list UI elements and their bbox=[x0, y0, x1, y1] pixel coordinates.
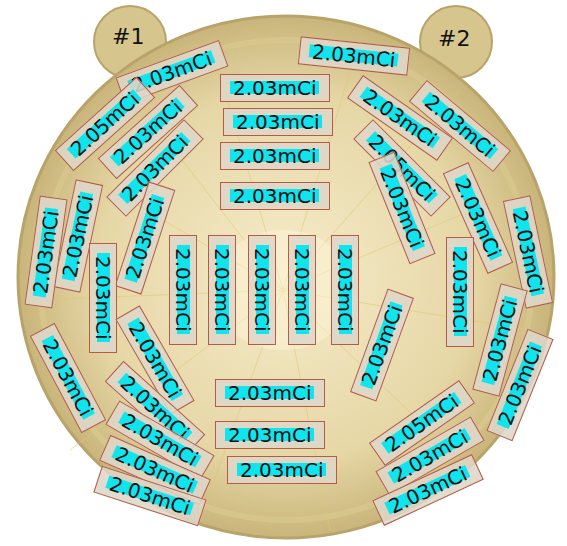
activity-label: 2.03mCi bbox=[233, 77, 317, 99]
seed-box: 2.03mCi bbox=[288, 235, 316, 345]
activity-label: 2.03mCi bbox=[291, 248, 313, 332]
activity-label: 2.03mCi bbox=[92, 256, 114, 340]
activity-label: 2.03mCi bbox=[236, 111, 320, 133]
seed-box: 2.03mCi bbox=[248, 235, 276, 345]
seed-box: 2.03mCi bbox=[215, 421, 325, 449]
activity-label: 2.03mCi bbox=[240, 459, 324, 481]
applicator-number: #2 bbox=[438, 26, 470, 51]
seed-box: 2.03mCi bbox=[446, 237, 474, 347]
activity-label: 2.03mCi bbox=[172, 248, 194, 332]
activity-label: 2.03mCi bbox=[449, 250, 471, 334]
applicator-number: #1 bbox=[112, 24, 144, 49]
activity-label: 2.03mCi bbox=[233, 145, 317, 167]
seed-box: 2.03mCi bbox=[220, 142, 330, 170]
activity-label: 2.03mCi bbox=[228, 424, 312, 446]
activity-label: 2.03mCi bbox=[211, 248, 233, 332]
seed-box: 2.03mCi bbox=[223, 108, 333, 136]
seed-box: 2.03mCi bbox=[215, 379, 325, 407]
activity-label: 2.03mCi bbox=[334, 248, 356, 332]
seed-box: 2.03mCi bbox=[169, 235, 197, 345]
seed-box: 2.03mCi bbox=[227, 456, 337, 484]
activity-label: 2.03mCi bbox=[311, 41, 396, 72]
seed-box: 2.03mCi bbox=[220, 182, 330, 210]
seed-box: 2.03mCi bbox=[89, 243, 117, 353]
activity-label: 2.03mCi bbox=[251, 248, 273, 332]
seed-box: 2.03mCi bbox=[331, 235, 359, 345]
activity-label: 2.03mCi bbox=[233, 185, 317, 207]
seed-box: 2.03mCi bbox=[208, 235, 236, 345]
seed-box: 2.03mCi bbox=[220, 74, 330, 102]
activity-label: 2.03mCi bbox=[228, 382, 312, 404]
